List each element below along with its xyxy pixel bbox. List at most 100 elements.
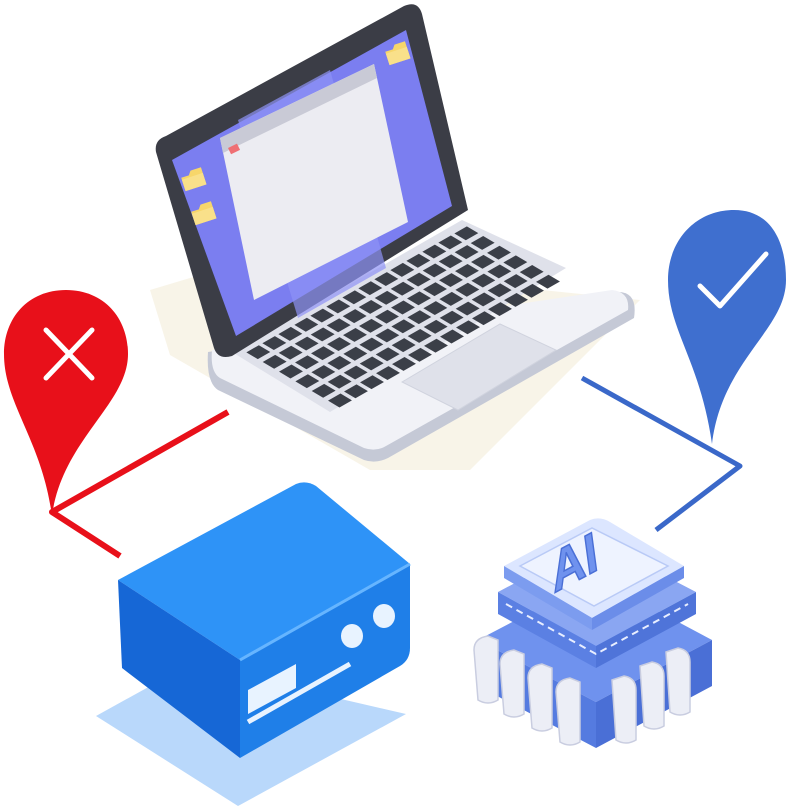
keyboard-key	[471, 254, 495, 269]
keyboard-key	[374, 290, 399, 305]
keyboard-key	[344, 384, 368, 399]
success-pin-body	[668, 210, 786, 444]
keyboard-key	[424, 338, 448, 353]
folder-icon	[181, 167, 207, 192]
keyboard-key	[423, 319, 448, 334]
window-close-icon	[228, 143, 241, 155]
keyboard-key	[327, 337, 351, 352]
laptop	[150, 4, 640, 470]
keyboard-key	[422, 263, 447, 278]
keyboard-key	[439, 273, 463, 288]
success-connection-line	[580, 375, 743, 532]
keyboard-key	[343, 327, 367, 342]
keyboard-key	[279, 364, 303, 379]
folder-icon	[191, 201, 217, 226]
server-light	[341, 624, 363, 648]
keyboard-key	[455, 263, 479, 278]
keyboard-key	[438, 235, 463, 250]
keyboard-key	[423, 282, 447, 297]
keyboard-key	[358, 281, 383, 296]
keyboard-key	[343, 365, 368, 380]
server-top	[118, 482, 410, 660]
keyboard-key	[328, 393, 352, 408]
keyboard-key	[358, 300, 383, 314]
keyboard-key	[422, 244, 447, 259]
keyboard-key	[470, 236, 495, 250]
chip-middle-front	[596, 592, 696, 668]
server-left-face	[118, 580, 240, 758]
keyboard-key	[536, 274, 560, 289]
keyboard-key	[439, 291, 464, 306]
keyboard-key	[311, 365, 336, 379]
keyboard-key	[375, 328, 400, 343]
keyboard-key	[359, 318, 383, 333]
app-window-titlebar	[220, 64, 377, 153]
keyboard-key	[456, 320, 480, 335]
chip-cap-inner	[518, 527, 670, 607]
keyboard-key	[294, 336, 319, 351]
success-connection	[580, 375, 743, 532]
laptop-base-top	[211, 290, 629, 450]
chip-cap-front	[592, 566, 684, 630]
keyboard-key	[390, 262, 415, 277]
keyboard-key	[295, 374, 320, 389]
keyboard-key	[439, 310, 464, 325]
keyboard-key	[487, 283, 512, 298]
keyboard-key	[390, 281, 415, 296]
keyboard-key	[391, 300, 415, 315]
keyboard-key	[359, 337, 384, 352]
success-map-pin	[668, 210, 786, 444]
server-front-face	[240, 564, 410, 758]
keyboard-key	[487, 264, 512, 279]
keyboard-key	[471, 292, 496, 307]
keyboard-key	[440, 329, 464, 344]
keyboard-key	[359, 356, 384, 371]
keyboard-key	[375, 347, 400, 362]
keyboard-key	[262, 336, 287, 350]
chip-pins	[473, 635, 691, 746]
keyboard-key	[455, 301, 480, 316]
chip-cap-side	[504, 566, 592, 630]
fail-pin-body	[4, 290, 128, 516]
keyboard-key	[310, 308, 335, 323]
keyboard-key	[342, 290, 367, 305]
close-icon	[43, 327, 95, 381]
keyboard-key	[343, 346, 368, 361]
keyboard-key	[520, 283, 544, 298]
ai-chip: AI	[473, 518, 712, 748]
keyboard-key	[311, 346, 335, 361]
server-drive-slot	[248, 664, 296, 714]
keyboard-key	[472, 311, 496, 326]
keyboard-key	[391, 338, 416, 353]
keyboard-key	[326, 299, 351, 314]
keyboard-key	[438, 254, 463, 269]
keyboard-key	[375, 309, 399, 324]
keyboard-key	[374, 272, 399, 286]
keyboard-key	[392, 356, 416, 371]
fail-map-pin	[4, 290, 128, 516]
keyboard-key	[310, 327, 335, 342]
keyboard-key	[488, 302, 512, 317]
keyboard-key	[360, 375, 384, 390]
keyboard-key	[294, 317, 319, 332]
keyboard-key	[408, 347, 432, 362]
keyboard-key	[455, 282, 480, 297]
keyboard-key	[423, 301, 448, 315]
keyboard-key	[454, 245, 479, 260]
keyboard-key	[278, 326, 303, 341]
chip-dashed-line	[505, 603, 689, 656]
keyboard-key	[407, 291, 431, 306]
keyboard-key	[246, 345, 271, 360]
keyboard-key	[295, 355, 319, 370]
server	[96, 482, 411, 806]
keyboard-key	[471, 273, 496, 288]
keyboard-key	[503, 274, 528, 289]
keyboard-keys	[246, 226, 560, 408]
check-icon	[697, 251, 769, 309]
chip-middle-side	[498, 592, 596, 668]
keyboard-key	[503, 255, 528, 270]
keyboard-key	[407, 310, 432, 325]
keyboard-key	[519, 265, 544, 279]
